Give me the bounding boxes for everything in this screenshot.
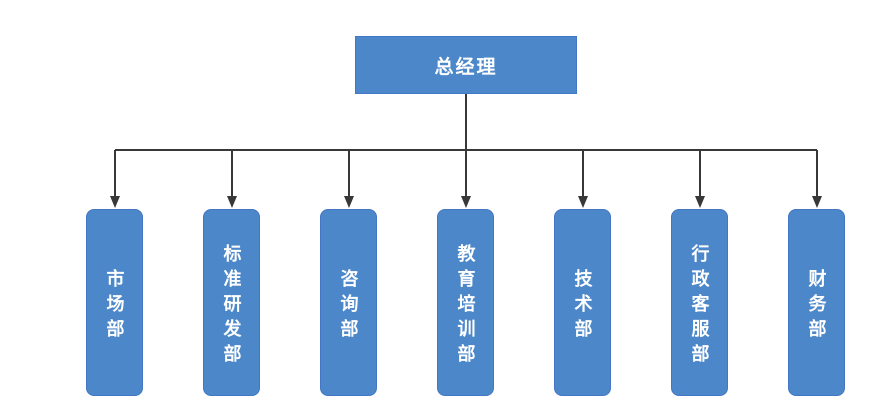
drop-arrow-6 [695,150,705,208]
node-dept-standards-rnd-label: 标准研发部 [221,243,242,369]
node-general-manager-label: 总经理 [434,56,498,78]
node-general-manager: 总经理 [355,36,577,94]
node-dept-consulting-label: 咨询部 [338,268,359,344]
node-dept-technology: 技术部 [554,209,611,396]
drop-arrow-3 [344,150,354,208]
drop-arrow-4 [461,150,471,208]
node-dept-education-training: 教育培训部 [437,209,494,396]
node-dept-consulting: 咨询部 [320,209,377,396]
node-dept-marketing-label: 市场部 [104,268,125,344]
drop-arrow-7 [812,150,822,208]
drop-arrow-1 [110,150,120,208]
node-dept-admin-customer-service: 行政客服部 [671,209,728,396]
drop-arrow-2 [227,150,237,208]
node-dept-standards-rnd: 标准研发部 [203,209,260,396]
node-dept-admin-customer-service-label: 行政客服部 [689,243,710,369]
drop-arrow-5 [578,150,588,208]
node-dept-education-training-label: 教育培训部 [455,243,476,369]
node-dept-marketing: 市场部 [86,209,143,396]
node-dept-technology-label: 技术部 [572,268,593,344]
node-dept-finance: 财务部 [788,209,845,396]
node-dept-finance-label: 财务部 [806,268,827,344]
